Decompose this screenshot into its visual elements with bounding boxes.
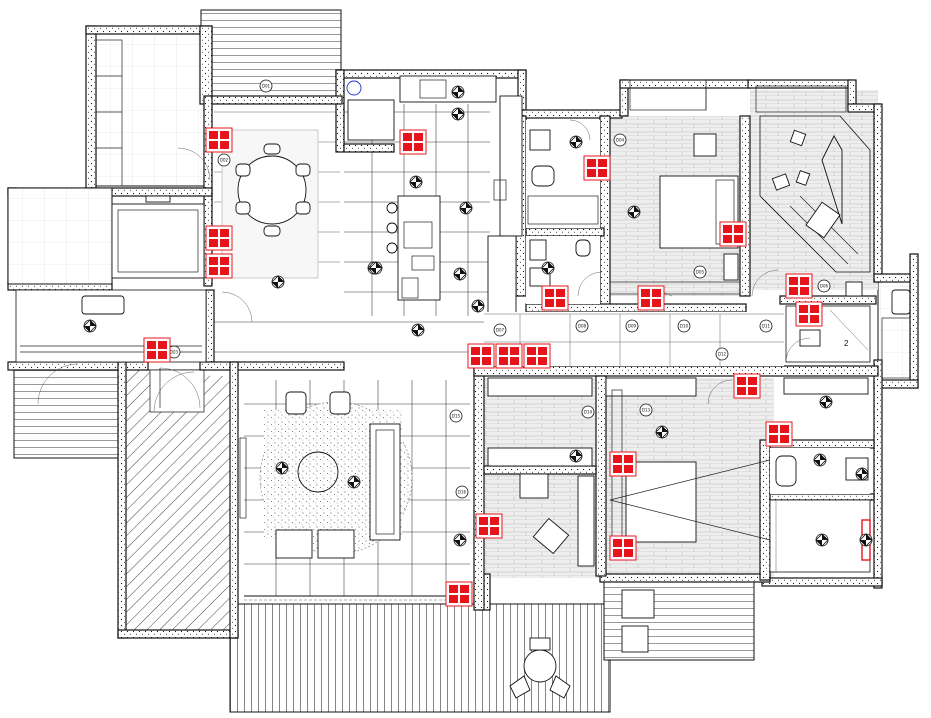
light-fixture-icon xyxy=(453,533,467,547)
room-tags: D01 D02 D03 D04 D05 D06 D07 D08 D09 D10 … xyxy=(167,79,831,499)
red-marker xyxy=(765,421,793,447)
light-fixture-icon xyxy=(813,453,827,467)
svg-text:D06: D06 xyxy=(820,284,829,289)
entry-bench xyxy=(20,295,202,353)
svg-text:D13: D13 xyxy=(642,408,651,413)
room-tag: D11 xyxy=(759,319,773,333)
svg-text:D07: D07 xyxy=(496,328,505,333)
red-marker xyxy=(475,513,503,539)
right-small-balcony xyxy=(877,281,915,389)
light-fixtures xyxy=(83,85,873,547)
svg-text:D12: D12 xyxy=(718,352,727,357)
svg-text:D10: D10 xyxy=(680,324,689,329)
red-marker xyxy=(467,343,495,369)
red-marker xyxy=(205,127,233,153)
garage-area xyxy=(123,369,235,637)
blue-circle-marker xyxy=(346,80,362,96)
top-left-terrace xyxy=(93,27,213,187)
red-marker xyxy=(399,129,427,155)
room-tag: D01 xyxy=(259,79,273,93)
svg-text:D05: D05 xyxy=(696,270,705,275)
room-tag: D08 xyxy=(575,319,589,333)
room-tag: D07 xyxy=(493,323,507,337)
light-fixture-icon xyxy=(569,135,583,149)
light-fixture-icon xyxy=(819,395,833,409)
stair-number: 2 xyxy=(844,339,849,348)
room-tag: D04 xyxy=(613,133,627,147)
red-marker xyxy=(795,301,823,327)
light-fixture-icon xyxy=(275,461,289,475)
living-furniture xyxy=(239,391,470,601)
red-marker xyxy=(583,155,611,181)
patio-set xyxy=(509,637,571,699)
svg-text:D11: D11 xyxy=(762,324,771,329)
light-fixture-icon xyxy=(859,533,873,547)
room-tag: D15 xyxy=(449,409,463,423)
bed-2 xyxy=(609,379,771,543)
red-marker xyxy=(609,535,637,561)
light-fixture-icon xyxy=(459,201,473,215)
red-marker xyxy=(541,285,569,311)
bathroom-4 xyxy=(769,448,871,573)
red-marker xyxy=(143,337,171,363)
right-bottom-deck xyxy=(603,581,755,661)
light-fixture-icon xyxy=(627,205,641,219)
room-tag: D10 xyxy=(677,319,691,333)
red-marker xyxy=(733,373,761,399)
room-tag: D14 xyxy=(581,405,595,419)
kitchen-counter xyxy=(346,75,523,317)
light-fixture-icon xyxy=(453,267,467,281)
red-marker xyxy=(785,273,813,299)
red-markers xyxy=(143,127,823,607)
room-tag: D09 xyxy=(625,319,639,333)
svg-text:D01: D01 xyxy=(262,84,271,89)
light-fixture-icon xyxy=(815,533,829,547)
red-marker xyxy=(205,225,233,251)
room-tag: D13 xyxy=(639,403,653,417)
light-fixture-icon xyxy=(655,425,669,439)
light-fixture-icon xyxy=(83,319,97,333)
light-fixture-icon xyxy=(411,323,425,337)
tv-unit xyxy=(111,195,205,279)
svg-text:D04: D04 xyxy=(616,138,625,143)
light-fixture-icon xyxy=(451,85,465,99)
light-fixture-icon xyxy=(409,175,423,189)
svg-text:D09: D09 xyxy=(628,324,637,329)
light-fixture-icon xyxy=(569,449,583,463)
red-marker xyxy=(445,581,473,607)
room-tag: D02 xyxy=(217,153,231,167)
light-fixture-icon xyxy=(541,261,555,275)
red-marker xyxy=(719,221,747,247)
room-tag: D06 xyxy=(817,279,831,293)
light-fixture-icon xyxy=(369,261,383,275)
diagonal-room xyxy=(751,115,871,297)
room-tag: D16 xyxy=(455,485,469,499)
kitchen-island xyxy=(386,195,441,301)
light-fixture-icon xyxy=(271,275,285,289)
svg-text:D08: D08 xyxy=(578,324,587,329)
light-fixture-icon xyxy=(347,475,361,489)
light-fixture-icon xyxy=(451,107,465,121)
svg-text:D16: D16 xyxy=(458,490,467,495)
entry-door xyxy=(37,147,253,409)
dining-table xyxy=(235,143,311,237)
svg-text:D02: D02 xyxy=(220,158,229,163)
svg-text:D15: D15 xyxy=(452,414,461,419)
red-marker xyxy=(637,285,665,311)
red-marker xyxy=(495,343,523,369)
svg-text:D14: D14 xyxy=(584,410,593,415)
red-marker xyxy=(205,253,233,279)
light-fixture-icon xyxy=(855,467,869,481)
room-tag: D12 xyxy=(715,347,729,361)
study-desk xyxy=(519,473,595,567)
light-fixture-icon xyxy=(471,299,485,313)
room-tag: D05 xyxy=(693,265,707,279)
red-marker xyxy=(609,451,637,477)
red-marker xyxy=(523,343,551,369)
svg-text:D03: D03 xyxy=(170,350,179,355)
